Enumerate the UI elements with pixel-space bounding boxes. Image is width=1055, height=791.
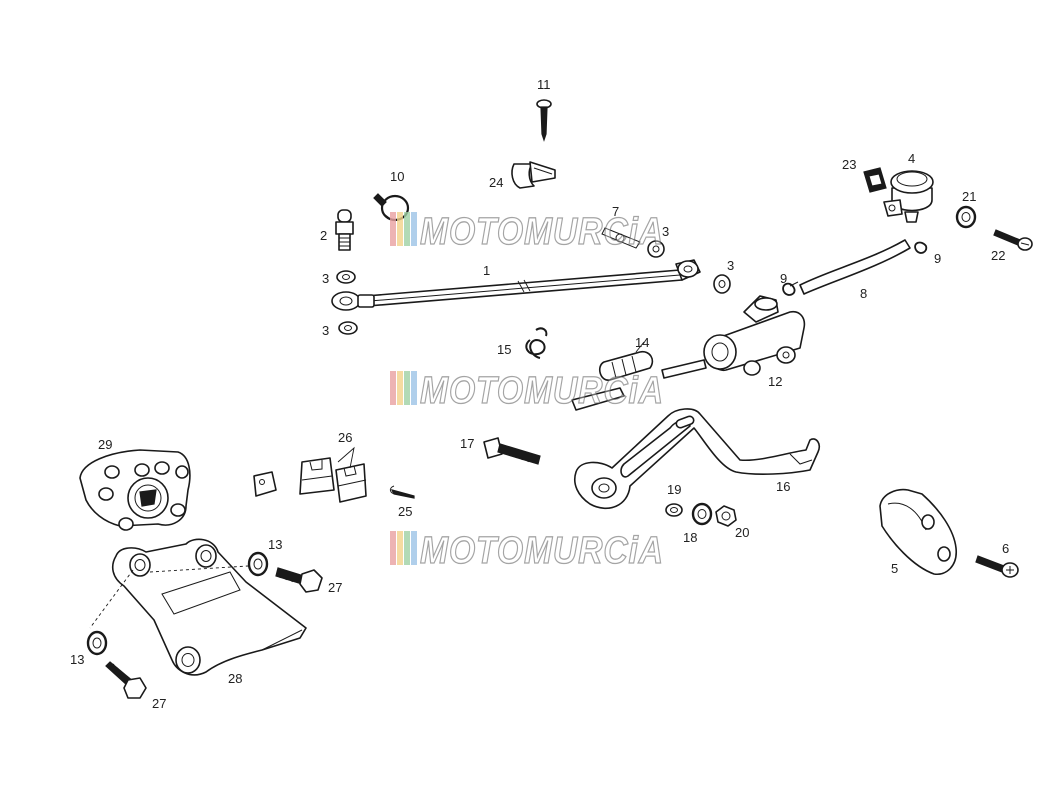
callout-29: 29 bbox=[98, 437, 112, 452]
callout-4: 4 bbox=[908, 151, 915, 166]
watermark-stripe-yellow bbox=[397, 212, 403, 246]
callout-14: 14 bbox=[635, 335, 649, 350]
part-27-bolt-upper bbox=[275, 567, 323, 593]
callout-27-upper: 27 bbox=[328, 580, 342, 595]
watermark-bottom: MOTOMURCiA bbox=[390, 529, 664, 573]
part-9-hose-clip-left bbox=[782, 281, 799, 296]
watermark-text: MOTOMURCiA bbox=[420, 211, 664, 253]
callout-20: 20 bbox=[735, 525, 749, 540]
part-3-washer-lower bbox=[338, 321, 358, 335]
callout-24: 24 bbox=[489, 175, 503, 190]
part-4-reservoir bbox=[883, 170, 934, 223]
callout-3-right: 3 bbox=[727, 258, 734, 273]
callout-23: 23 bbox=[842, 157, 856, 172]
part-18-washer bbox=[691, 502, 713, 526]
callout-5: 5 bbox=[891, 561, 898, 576]
part-28-bracket bbox=[111, 538, 307, 676]
part-20-nut bbox=[715, 505, 737, 527]
part-13-washer-lower bbox=[86, 630, 108, 656]
part-23-clip bbox=[863, 167, 887, 193]
callout-9-left: 9 bbox=[780, 271, 787, 286]
watermark-stripe-blue bbox=[411, 212, 417, 246]
callout-11: 11 bbox=[537, 77, 551, 92]
callout-25: 25 bbox=[398, 504, 412, 519]
callout-13-lower: 13 bbox=[70, 652, 84, 667]
part-8-hose bbox=[799, 239, 911, 295]
watermark-stripe-yellow bbox=[397, 531, 403, 565]
callout-7: 7 bbox=[612, 204, 619, 219]
assembly-lines bbox=[89, 341, 645, 629]
callout-26: 26 bbox=[338, 430, 352, 445]
part-2-bleed-valve bbox=[335, 209, 354, 251]
part-5-cover bbox=[879, 488, 957, 575]
callout-9-right: 9 bbox=[934, 251, 941, 266]
callout-3-upper: 3 bbox=[322, 271, 329, 286]
part-17-bolt bbox=[483, 437, 541, 465]
part-24-clamp bbox=[511, 161, 556, 189]
callout-13-upper: 13 bbox=[268, 537, 282, 552]
part-19-washer bbox=[665, 503, 683, 517]
watermark-text: MOTOMURCiA bbox=[420, 370, 664, 412]
watermark-stripe-red bbox=[390, 531, 396, 565]
part-13-washer-upper bbox=[247, 551, 269, 577]
part-26-pad-left bbox=[299, 457, 335, 495]
watermark-stripe-red bbox=[390, 371, 396, 405]
callout-labels: 11 24 10 2 3 3 1 7 3 3 9 8 9 23 4 21 22 … bbox=[70, 77, 1009, 711]
watermark-stripe-green bbox=[404, 531, 410, 565]
watermark-stripe-blue bbox=[411, 531, 417, 565]
part-15-spring bbox=[525, 327, 548, 359]
watermark-stripe-green bbox=[404, 371, 410, 405]
watermark-stripe-blue bbox=[411, 371, 417, 405]
part-7-fitting bbox=[601, 227, 641, 249]
callout-18: 18 bbox=[683, 530, 697, 545]
part-27-bolt-lower bbox=[105, 661, 147, 699]
part-14-push-rod bbox=[571, 350, 654, 411]
part-11-screw bbox=[536, 99, 552, 142]
part-16-brake-pedal bbox=[574, 408, 821, 510]
callout-16: 16 bbox=[776, 479, 790, 494]
watermark-text: MOTOMURCiA bbox=[420, 530, 664, 572]
callout-2: 2 bbox=[320, 228, 327, 243]
callout-28: 28 bbox=[228, 671, 242, 686]
callout-3-middle: 3 bbox=[662, 224, 669, 239]
part-1-brake-hose bbox=[331, 259, 701, 311]
part-3-washer-middle bbox=[647, 240, 665, 258]
part-26-pad-shim bbox=[253, 471, 277, 497]
callout-15: 15 bbox=[497, 342, 511, 357]
watermark-top: MOTOMURCiA bbox=[390, 210, 664, 254]
watermark-stripe-yellow bbox=[397, 371, 403, 405]
part-26-pad-right bbox=[335, 463, 367, 503]
callout-27-lower: 27 bbox=[152, 696, 166, 711]
part-3-washer-upper bbox=[336, 270, 356, 284]
part-9-hose-clip-right bbox=[914, 241, 928, 254]
callout-10: 10 bbox=[390, 169, 404, 184]
watermark-stripe-red bbox=[390, 212, 396, 246]
part-25-pin bbox=[389, 485, 415, 499]
callout-12: 12 bbox=[768, 374, 782, 389]
callout-8: 8 bbox=[860, 286, 867, 301]
watermark-middle: MOTOMURCiA bbox=[390, 369, 664, 413]
part-12-master-cylinder bbox=[661, 295, 806, 379]
callout-19: 19 bbox=[667, 482, 681, 497]
callout-17: 17 bbox=[460, 436, 474, 451]
part-6-screw bbox=[975, 555, 1019, 578]
watermark-stripe-green bbox=[404, 212, 410, 246]
part-21-washer bbox=[955, 205, 977, 229]
callout-3-lower: 3 bbox=[322, 323, 329, 338]
part-22-bolt bbox=[993, 229, 1033, 251]
part-3-washer-right bbox=[713, 274, 731, 294]
callout-22: 22 bbox=[991, 248, 1005, 263]
callout-6: 6 bbox=[1002, 541, 1009, 556]
callout-1: 1 bbox=[483, 263, 490, 278]
callout-21: 21 bbox=[962, 189, 976, 204]
part-29-caliper bbox=[79, 449, 191, 531]
